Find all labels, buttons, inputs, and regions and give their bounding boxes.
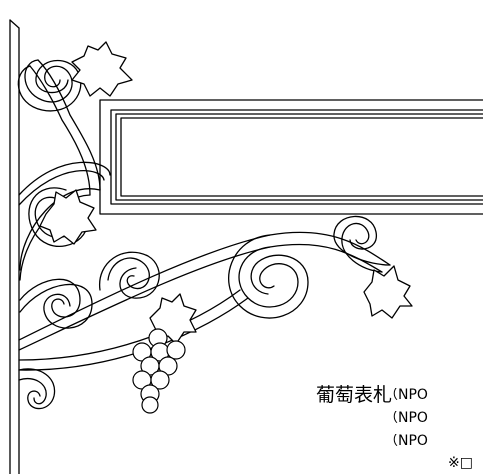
wall-post (9, 19, 20, 474)
note-line-1: （NPO (384, 388, 428, 402)
grape-leaves (39, 41, 413, 345)
grape-cluster (132, 328, 186, 414)
caption-grape-nameplate: 葡萄表札 (316, 384, 393, 406)
leaf-top (71, 41, 133, 97)
nameplate-frame (99, 99, 483, 215)
leaf-middle (39, 189, 97, 245)
leaf-right (363, 265, 413, 319)
note-line-3: （NPO (384, 434, 428, 448)
note-line-4: ※□ (448, 456, 473, 470)
note-line-2: （NPO (384, 411, 428, 425)
